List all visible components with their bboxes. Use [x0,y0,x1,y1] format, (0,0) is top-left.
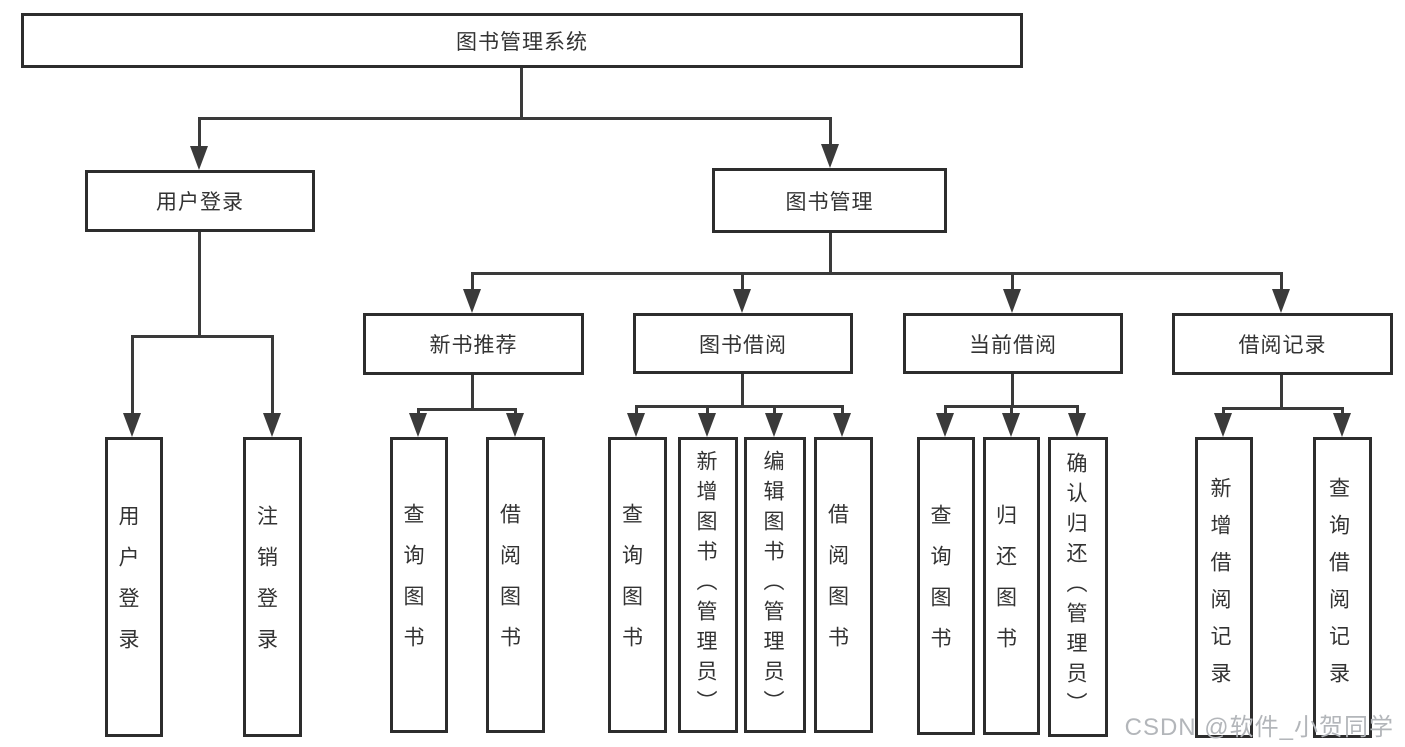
arrow-to-logout-leaf [263,413,281,437]
edge-newrec-split [417,408,517,411]
edge-root-split [198,117,832,120]
leaf-newrec-query-books: 查询图书 [390,437,448,733]
csdn-watermark: CSDN @软件_小贺同学 [1124,714,1394,741]
edge-borrow-stem [741,374,744,405]
edge-user-split [131,335,274,338]
edge-current-leaf2 [1010,405,1013,413]
edge-borrow-leaf2 [706,405,709,413]
arrow-to-current [1003,289,1021,313]
node-current-borrowing: 当前借阅 [903,313,1123,374]
edge-to-current [1011,272,1014,289]
edge-to-login-leaf [131,335,134,413]
leaf-borrow-query-books: 查询图书 [608,437,667,733]
leaf-current-query-books: 查询图书 [917,437,975,735]
edge-to-new-rec [471,272,474,289]
arrow-newrec-leaf1 [409,413,427,437]
edge-borrow-leaf3 [773,405,776,413]
leaf-borrow-borrow-books: 借阅图书 [814,437,873,733]
edge-borrow-leaf1 [635,405,638,413]
edge-newrec-leaf1 [417,408,420,413]
leaf-user-login: 用户登录 [105,437,163,737]
arrow-current-leaf3 [1068,413,1086,437]
edge-to-records [1280,272,1283,289]
node-book-borrowing: 图书借阅 [633,313,853,374]
edge-records-stem [1280,375,1283,407]
arrow-borrow-leaf3 [765,413,783,437]
edge-borrow-leaf4 [841,405,844,413]
node-user-login: 用户登录 [85,170,315,232]
edge-newrec-stem [471,375,474,408]
edge-to-user-login [198,117,201,147]
leaf-current-confirm-return-admin: 确认归还（管理员） [1048,437,1108,737]
arrow-newrec-leaf2 [506,413,524,437]
edge-to-book-mgmt [829,117,832,145]
edge-mgmt-stem [829,233,832,272]
node-new-book-rec: 新书推荐 [363,313,584,375]
edge-mgmt-split [471,272,1283,275]
arrow-to-login-leaf [123,413,141,437]
node-library-system: 图书管理系统 [21,13,1023,68]
leaf-records-add-record: 新增借阅记录 [1195,437,1253,738]
leaf-current-return-books: 归还图书 [983,437,1040,735]
arrow-to-borrowing [733,289,751,313]
edge-to-borrowing [741,272,744,289]
arrow-to-book-mgmt [821,144,839,168]
edge-records-leaf2 [1341,407,1344,413]
leaf-newrec-borrow-books: 借阅图书 [486,437,545,733]
edge-root-stem [520,68,523,120]
edge-current-stem [1011,374,1014,405]
leaf-borrow-edit-books-admin: 编辑图书（管理员） [744,437,806,733]
arrow-borrow-leaf1 [627,413,645,437]
edge-records-split [1222,407,1344,410]
edge-current-leaf1 [944,405,947,413]
edge-to-logout-leaf [271,335,274,413]
node-borrowing-records: 借阅记录 [1172,313,1393,375]
arrow-borrow-leaf4 [833,413,851,437]
edge-borrow-split [635,405,844,408]
edge-records-leaf1 [1222,407,1225,413]
arrow-current-leaf1 [936,413,954,437]
leaf-borrow-add-books-admin: 新增图书（管理员） [678,437,738,733]
edge-newrec-leaf2 [514,408,517,413]
arrow-records-leaf1 [1214,413,1232,437]
arrow-to-new-rec [463,289,481,313]
edge-current-leaf3 [1076,405,1079,413]
node-book-mgmt: 图书管理 [712,168,947,233]
edge-user-stem [198,232,201,335]
arrow-current-leaf2 [1002,413,1020,437]
arrow-records-leaf2 [1333,413,1351,437]
leaf-records-query-record: 查询借阅记录 [1313,437,1372,738]
arrow-to-records [1272,289,1290,313]
arrow-borrow-leaf2 [698,413,716,437]
leaf-logout: 注销登录 [243,437,302,737]
arrow-to-user-login [190,146,208,170]
